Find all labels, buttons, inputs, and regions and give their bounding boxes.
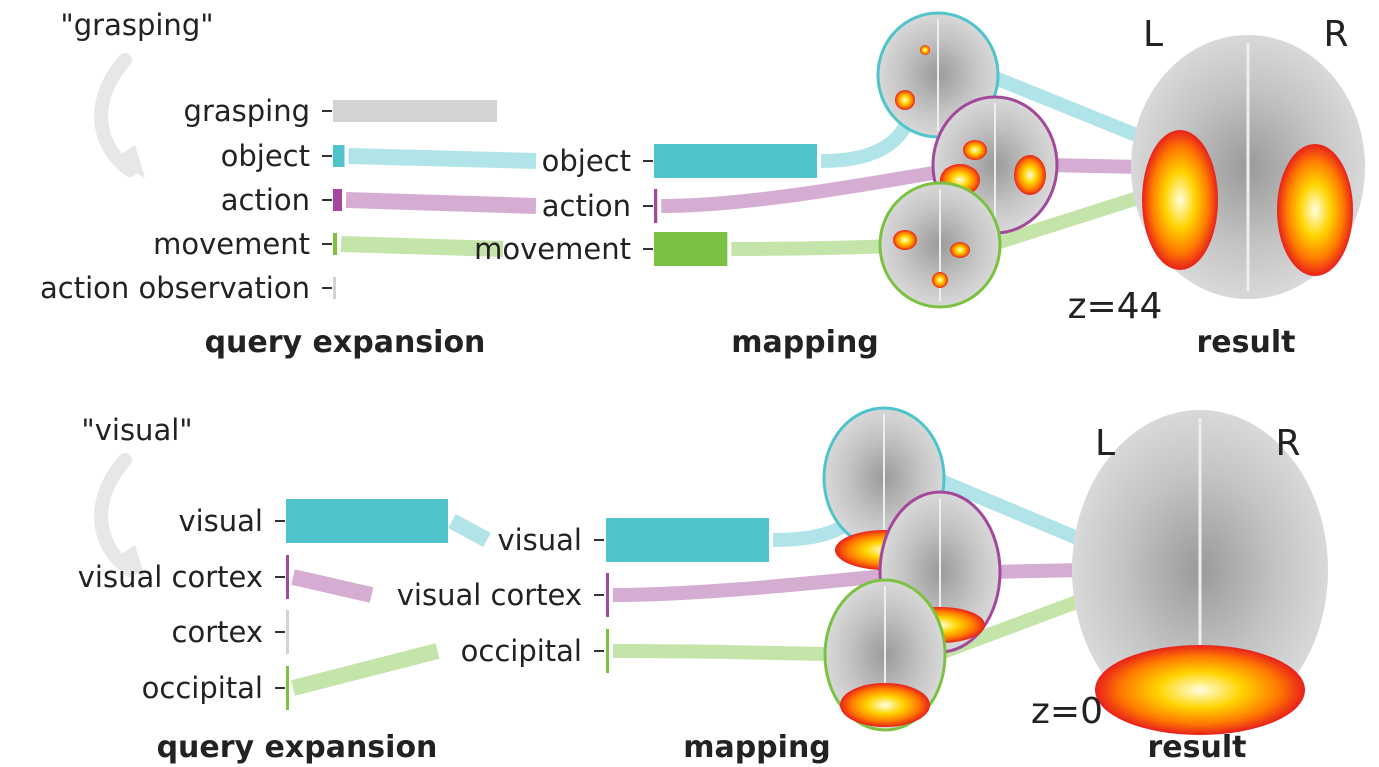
mapping-term-label: object <box>542 144 631 178</box>
activation-blob <box>932 272 948 288</box>
query-title: "grasping" <box>60 8 213 42</box>
expansion-bar <box>286 666 289 710</box>
expansion-link <box>291 643 440 696</box>
mapping-bar <box>606 629 609 673</box>
expansion-bar <box>333 189 343 211</box>
orientation-left: L <box>1143 14 1163 55</box>
expansion-arrow-head <box>112 545 145 578</box>
section-label-result: result <box>1148 730 1247 765</box>
expansion-bar <box>333 145 345 167</box>
section-label-result: result <box>1197 325 1296 360</box>
activation-blob <box>1095 645 1305 735</box>
activation-blob <box>1142 130 1218 270</box>
result-link <box>987 190 1144 252</box>
activation-blob <box>840 683 930 727</box>
panel-visual: "visual" visual visual cortex cortex occipit… <box>78 406 1328 765</box>
section-label-query-expansion: query expansion <box>157 730 438 765</box>
activation-blob <box>950 242 970 258</box>
expansion-term-label: object <box>221 139 310 173</box>
expansion-term-label: action observation <box>40 271 310 305</box>
mapping-term-label: visual cortex <box>397 578 582 612</box>
expansion-link <box>348 148 537 169</box>
section-label-mapping: mapping <box>683 730 831 765</box>
mapping-bar <box>654 232 728 266</box>
query-title: "visual" <box>81 413 192 447</box>
activation-blob <box>1014 155 1046 195</box>
expansion-term-label: grasping <box>184 94 310 128</box>
expansion-bar <box>333 233 338 255</box>
expansion-term-label: occipital <box>142 671 263 705</box>
mapping-term-label: action <box>542 189 631 223</box>
activation-blob <box>963 140 987 160</box>
expansion-bar <box>333 277 336 299</box>
slice-label: z=0 <box>1031 691 1103 732</box>
expansion-term-label: visual <box>178 504 263 538</box>
mapping-term-label: occipital <box>461 634 582 668</box>
activation-blob <box>893 230 917 250</box>
expansion-link <box>345 192 537 214</box>
result-link <box>989 563 1083 579</box>
section-label-query-expansion: query expansion <box>205 325 486 360</box>
orientation-right: R <box>1323 14 1348 55</box>
expansion-bar <box>333 100 497 122</box>
expansion-term-label: cortex <box>172 615 263 649</box>
result-brain-map <box>1131 35 1365 299</box>
result-link <box>985 68 1144 144</box>
activation-blob <box>920 45 930 55</box>
mapping-bar <box>654 189 658 223</box>
orientation-left: L <box>1095 423 1115 464</box>
mapping-bar <box>606 518 769 562</box>
expansion-bar <box>286 555 289 599</box>
expansion-term-label: movement <box>153 227 310 261</box>
activation-blob <box>895 90 915 110</box>
expansion-bar <box>286 499 448 543</box>
expansion-link <box>448 513 491 548</box>
expansion-term-label: action <box>221 183 310 217</box>
result-link <box>1046 158 1142 174</box>
panel-grasping: "grasping" grasping object action movement ac… <box>40 8 1365 360</box>
expansion-link <box>340 236 504 257</box>
orientation-right: R <box>1275 423 1300 464</box>
mapping-bar <box>606 573 609 617</box>
expansion-term-label: visual cortex <box>78 560 263 594</box>
term-brain-map <box>878 181 1002 309</box>
result-link <box>931 471 1085 547</box>
activation-blob <box>1277 144 1353 276</box>
slice-label: z=44 <box>1068 286 1163 327</box>
term-brain-map <box>823 578 947 732</box>
mapping-bar <box>654 144 817 178</box>
mapping-term-label: movement <box>474 232 631 266</box>
expansion-bar <box>286 610 289 654</box>
mapping-term-label: visual <box>497 523 582 557</box>
expansion-link <box>291 569 374 603</box>
result-brain-map <box>1072 410 1328 735</box>
section-label-mapping: mapping <box>731 325 879 360</box>
expansion-arrow-head <box>112 145 145 178</box>
